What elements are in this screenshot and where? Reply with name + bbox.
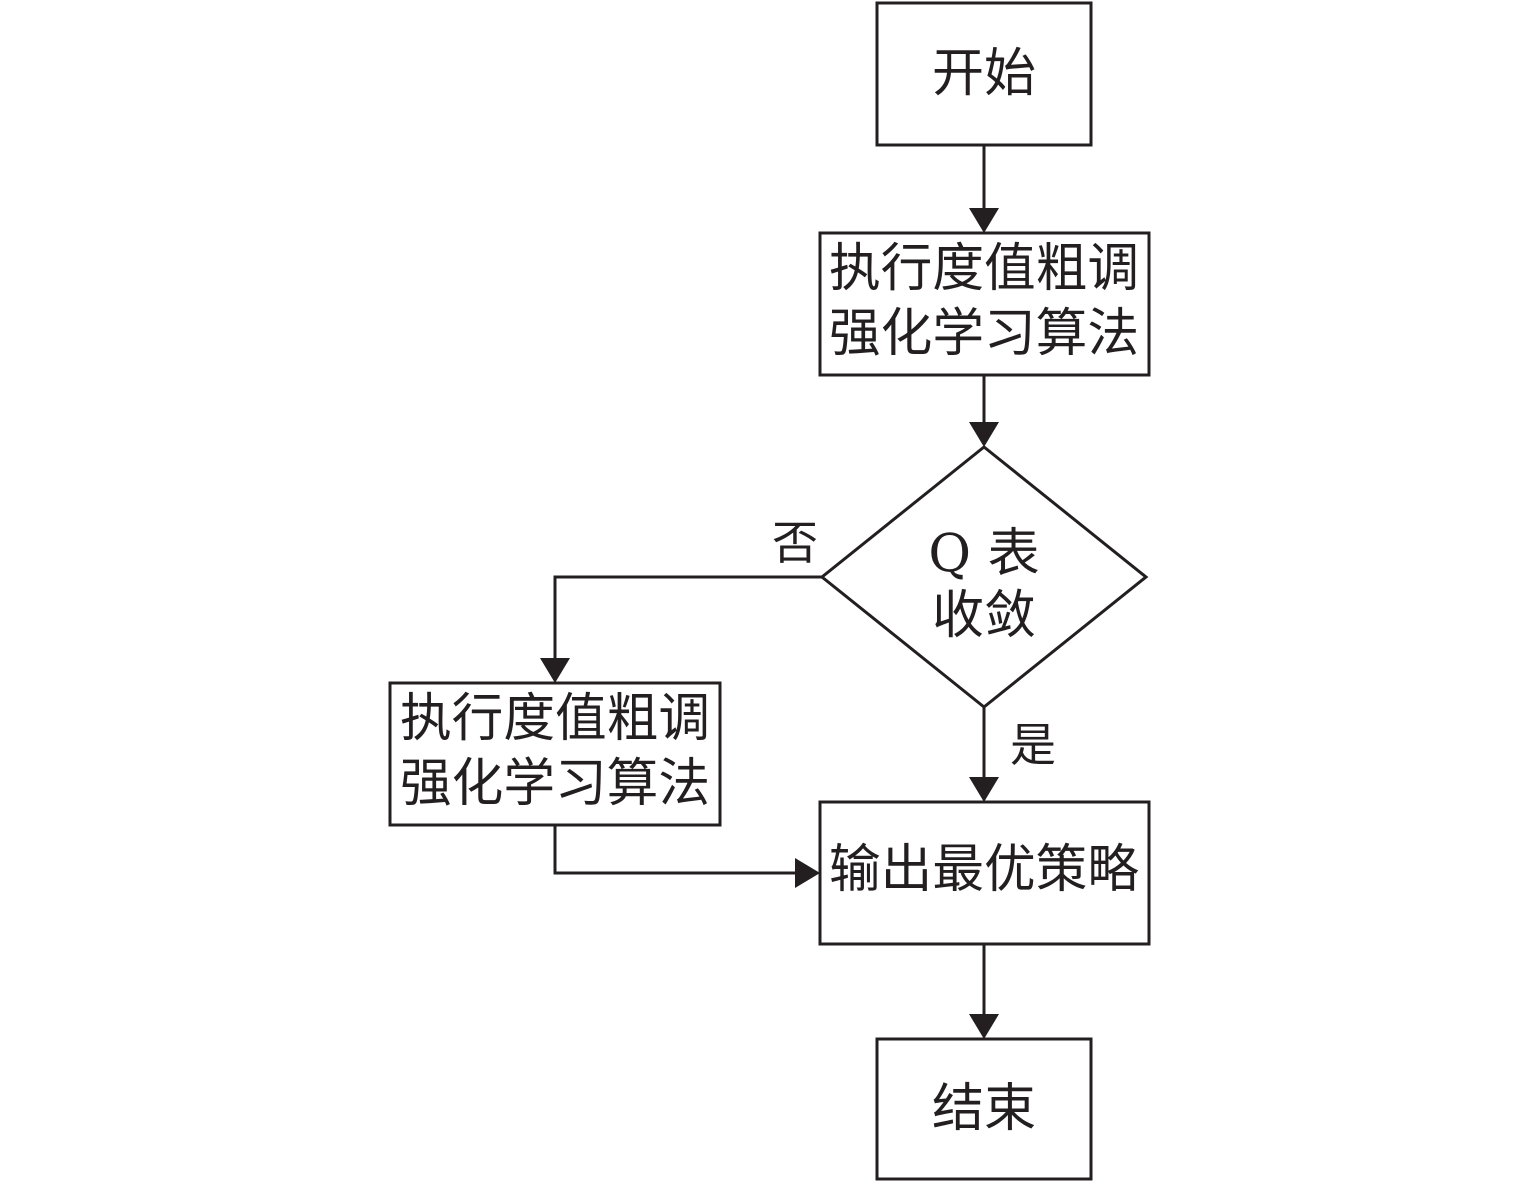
coarse-rl-box xyxy=(818,231,1151,377)
coarse-rl-label-line2: 强化学习算法 xyxy=(829,304,1139,364)
fine-rl-label-line1: 执行度值粗调 xyxy=(400,689,710,749)
arrowhead-coarse-to-decision xyxy=(969,422,999,447)
arrowhead-fine-to-output xyxy=(795,858,820,888)
end-label: 结束 xyxy=(932,1079,1036,1139)
start-box xyxy=(875,1,1093,147)
coarse-rl-node: 执行度值粗调 强化学习算法 xyxy=(818,231,1151,377)
fine-rl-node: 执行度值粗调 强化学习算法 xyxy=(388,681,722,827)
no-label: 否 xyxy=(772,516,818,570)
start-label: 开始 xyxy=(932,44,1036,104)
arrowhead-no-branch xyxy=(540,658,570,683)
decision-node: Q 表 收敛 xyxy=(819,445,1149,709)
decision-label-line1: Q 表 xyxy=(928,524,1039,584)
end-node: 结束 xyxy=(875,1037,1093,1181)
fine-rl-label-line2: 强化学习算法 xyxy=(400,754,710,814)
yes-label: 是 xyxy=(1010,718,1056,772)
coarse-rl-label-line1: 执行度值粗调 xyxy=(829,239,1139,299)
edge-no-branch xyxy=(553,575,822,658)
output-node: 输出最优策略 xyxy=(818,800,1151,946)
decision-label-line2: 收敛 xyxy=(932,586,1036,646)
output-label: 输出最优策略 xyxy=(829,840,1139,900)
arrowhead-start-to-coarse xyxy=(969,208,999,233)
end-box xyxy=(875,1037,1093,1181)
edge-fine-to-output xyxy=(553,825,795,875)
arrowhead-yes-branch xyxy=(969,777,999,802)
arrowhead-output-to-end xyxy=(969,1014,999,1039)
start-node: 开始 xyxy=(875,1,1093,147)
